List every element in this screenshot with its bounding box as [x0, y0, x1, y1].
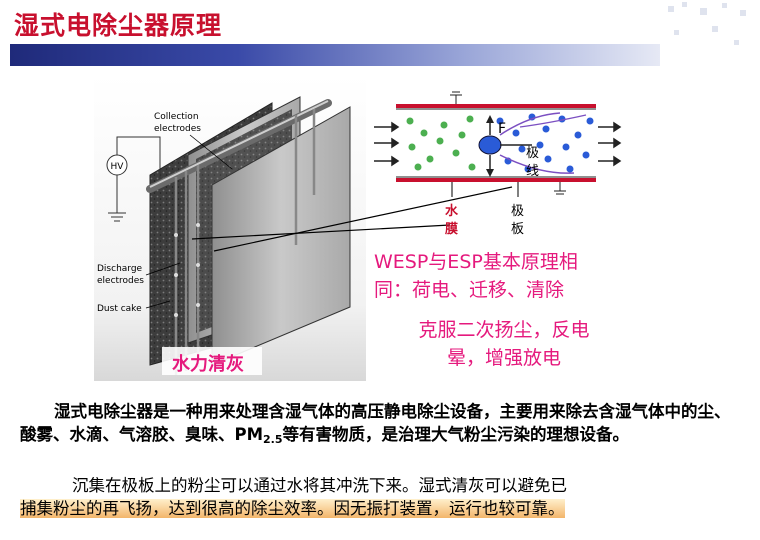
label-pole-line-1: 极: [526, 146, 539, 161]
title-bar: [10, 44, 660, 66]
label-force: F: [498, 121, 506, 137]
callout-advantage: 克服二次扬尘，反电 晕，增强放电: [374, 316, 634, 372]
label-hv: HV: [111, 162, 125, 172]
paragraph-definition: 湿式电除尘器是一种用来处理含湿气体的高压静电除尘设备，主要用来除去含湿气体中的尘…: [20, 400, 740, 451]
label-pole-line-2: 线: [526, 164, 539, 179]
callout-line-2: 同：荷电、迁移、清除: [374, 279, 565, 301]
callout-principle: WESP与ESP基本原理相 同：荷电、迁移、清除: [374, 248, 634, 304]
label-plate-2: 板: [511, 222, 524, 237]
label-collection-2: electrodes: [154, 124, 201, 134]
callout-line-4: 晕，增强放电: [446, 347, 561, 369]
label-discharge-1: Discharge: [97, 264, 143, 274]
corner-decoration: [662, 0, 760, 80]
label-water-film-1: 水: [445, 203, 459, 219]
paragraph-cleaning: 沉集在极板上的粉尘可以通过水将其冲洗下来。湿式清灰可以避免已捕集粉尘的再飞扬，达…: [20, 474, 740, 520]
label-plate-1: 极: [511, 204, 524, 219]
top-rod: [146, 99, 332, 193]
duct-schematic: F 极 线: [374, 91, 622, 195]
wesp-diagram: HV Collection electrodes Discharge elect…: [94, 75, 622, 381]
label-water-clean: 水力清灰: [172, 353, 244, 375]
paragraph-2-line-1: 沉集在极板上的粉尘可以通过水将其冲洗下来。湿式清灰可以避免已: [72, 476, 567, 495]
paragraph-1-text-end: 等有害物质，是治理大气粉尘污染的理想设备。: [282, 425, 630, 444]
label-discharge-2: electrodes: [97, 276, 144, 286]
label-water-film-2: 膜: [445, 221, 458, 237]
callout-line-1: WESP与ESP基本原理相: [374, 251, 578, 273]
paragraph-2-line-2: 捕集粉尘的再飞扬，达到很高的除尘效率。因无振打装置，运行也较可靠。: [20, 499, 565, 518]
pm-subscript: 2.5: [263, 433, 283, 446]
label-dust-cake: Dust cake: [97, 304, 142, 314]
callout-line-3: 克服二次扬尘，反电: [418, 319, 590, 341]
label-collection-1: Collection: [154, 112, 199, 122]
page-title: 湿式电除尘器原理: [14, 11, 223, 40]
paragraph-1-text: 湿式电除尘器是一种用来处理含湿气体的高压静电除尘设备，主要用来除去含湿气体中的尘…: [20, 402, 731, 444]
